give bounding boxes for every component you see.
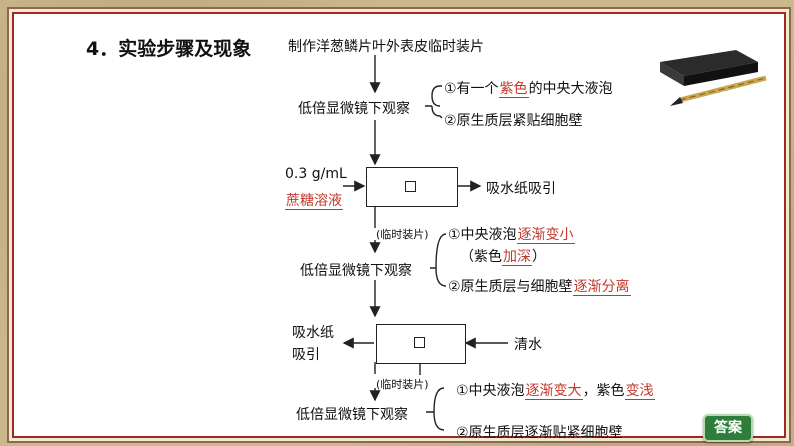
obs2-item1: ①中央液泡逐渐变小 bbox=[448, 224, 575, 244]
step-prepare-slide: 制作洋葱鳞片叶外表皮临时装片 bbox=[288, 39, 484, 55]
obs1-item1-prefix: ①有一个 bbox=[444, 81, 499, 97]
obs1-item2: ②原生质层紧贴细胞壁 bbox=[444, 113, 583, 129]
obs1-item1-suffix: 的中央大液泡 bbox=[528, 81, 613, 97]
section-heading: 4．实验步骤及现象 bbox=[86, 38, 252, 60]
reagent2-absorb-line1: 吸水纸 bbox=[292, 325, 334, 341]
obs3-item2: ②原生质层逐渐贴紧细胞壁 bbox=[456, 425, 623, 441]
observe-label-3: 低倍显微镜下观察 bbox=[296, 407, 408, 423]
obs3-item1: ①中央液泡逐渐变大，紫色变浅 bbox=[456, 380, 655, 400]
answer-button[interactable]: 答案 bbox=[703, 414, 753, 442]
obs3-item1-answer: 逐渐变大 bbox=[524, 383, 583, 400]
brush-icon bbox=[660, 50, 767, 106]
cell-square-icon bbox=[414, 337, 425, 348]
obs2-item3-prefix: ②原生质层与细胞壁 bbox=[448, 279, 573, 295]
reagent2-absorb-line2: 吸引 bbox=[292, 347, 320, 363]
obs3-item1-answer2: 变浅 bbox=[624, 383, 655, 400]
obs1-item1-answer: 紫色 bbox=[498, 81, 529, 98]
obs3-item1-mid: ，紫色 bbox=[582, 383, 625, 399]
obs2-item1-answer: 逐渐变小 bbox=[516, 227, 575, 244]
observe-label-2: 低倍显微镜下观察 bbox=[300, 263, 412, 279]
reagent2-water: 清水 bbox=[514, 337, 542, 353]
observe-label-1: 低倍显微镜下观察 bbox=[298, 101, 410, 117]
reagent1-name: 蔗糖溶液 bbox=[285, 190, 343, 210]
reagent1-concentration: 0.3 g/mL bbox=[285, 166, 347, 182]
obs2-item3: ②原生质层与细胞壁逐渐分离 bbox=[448, 276, 631, 296]
mount-label-1: (临时装片) bbox=[376, 228, 429, 241]
reagent1-absorb: 吸水纸吸引 bbox=[486, 181, 556, 197]
obs2-item2-answer: 加深 bbox=[502, 249, 532, 266]
obs2-item3-answer: 逐渐分离 bbox=[572, 279, 631, 296]
cell-square-icon bbox=[405, 181, 416, 192]
obs2-item2-prefix: （紫色 bbox=[460, 249, 502, 265]
obs2-item1-prefix: ①中央液泡 bbox=[448, 227, 517, 243]
obs1-item1: ①有一个紫色的中央大液泡 bbox=[444, 78, 613, 98]
obs2-item2: （紫色加深） bbox=[460, 246, 546, 266]
reagent1-name-answer: 蔗糖溶液 bbox=[285, 193, 343, 210]
obs2-item2-suffix: ） bbox=[532, 249, 546, 265]
obs3-item1-prefix: ①中央液泡 bbox=[456, 383, 525, 399]
mount-label-2: (临时装片) bbox=[376, 378, 429, 391]
